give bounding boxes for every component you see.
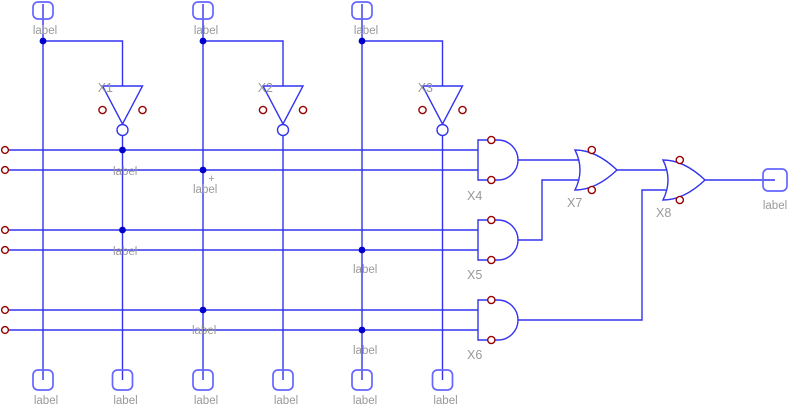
gate-label: X2 [258,81,273,95]
gate-label: X4 [467,189,482,203]
terminal-label: label [194,25,218,37]
junction-dot [358,246,366,254]
terminal-label: label [194,395,218,407]
bottom-terminal-4[interactable] [272,369,294,391]
terminal-label: label [34,395,58,407]
connection-port[interactable] [486,215,496,225]
not-gate-x3[interactable] [421,85,464,137]
wire-label: label [353,264,377,276]
connection-port[interactable] [98,105,107,115]
connection-port[interactable] [587,185,597,195]
not-gate-x1[interactable] [101,85,144,137]
labels: label label label X1 X2 X3 X4 X5 X6 X7 X… [33,25,787,407]
terminal-label: label [33,25,57,37]
and-gate-x4[interactable] [477,139,519,181]
terminal-label: label [353,395,377,407]
bottom-terminal-1[interactable] [32,369,54,391]
gates [101,85,707,341]
terminals [32,1,788,391]
wire-label: label [113,246,137,258]
wire-label: label [192,325,216,337]
connection-port[interactable] [0,145,10,155]
inverter-triangle[interactable] [101,85,144,126]
connection-port[interactable] [675,155,685,165]
junction-dot [199,166,207,174]
junction-dot [39,37,47,45]
gate-label: X7 [567,196,582,210]
gate-label: X5 [467,268,482,282]
junction-dot [199,306,207,314]
or-gate-x7[interactable] [573,149,619,191]
bottom-terminal-5[interactable] [351,369,373,391]
wire[interactable] [203,40,284,86]
wire-label: label [353,345,377,357]
gate-label: X6 [467,348,482,362]
inverter-triangle[interactable] [421,85,464,126]
connection-port[interactable] [486,335,496,345]
terminal-label: label [354,25,378,37]
and-gate-x5[interactable] [477,219,519,261]
gate-label: X1 [98,81,113,95]
connection-port[interactable] [675,195,685,205]
junction-dot [119,226,126,234]
inverter-bubble[interactable] [276,123,290,137]
input-terminal-1[interactable] [32,1,54,20]
wires [8,4,775,380]
connection-port[interactable] [486,135,496,145]
gate-label: X3 [418,81,433,95]
connection-port[interactable] [0,225,10,235]
connection-port[interactable] [486,255,496,265]
junction-dots [39,37,366,334]
wire-label: label [193,184,217,196]
inverter-bubble[interactable] [436,123,449,137]
connection-port[interactable] [0,165,10,175]
input-terminal-2[interactable] [192,1,214,20]
terminal-label: label [763,200,787,212]
connection-ports [0,105,685,345]
gate-label: X8 [656,206,671,220]
connection-port[interactable] [0,305,10,315]
connection-port[interactable] [587,145,597,155]
connection-port[interactable] [458,105,467,115]
wire[interactable] [362,40,444,86]
connection-port[interactable] [418,105,427,115]
inverter-bubble[interactable] [116,123,129,137]
terminal-label: label [274,395,298,407]
plus-marker: + [208,173,214,185]
wire[interactable] [518,179,580,241]
junction-dot [358,326,366,334]
terminal-label: label [433,395,457,407]
inverter-triangle[interactable] [261,85,305,126]
connection-port[interactable] [0,245,10,255]
junction-dot [119,146,126,154]
junction-dot [199,37,207,45]
junction-dot [358,37,366,45]
connection-port[interactable] [258,105,268,115]
bottom-terminal-2[interactable] [111,369,134,391]
and-gate-x6[interactable] [477,299,519,341]
not-gate-x2[interactable] [261,85,305,137]
connection-port[interactable] [0,325,10,335]
terminal-label: label [113,395,137,407]
or-gate-x8[interactable] [661,159,707,201]
wire-label: label [113,166,137,178]
connection-port[interactable] [486,295,496,305]
output-terminal[interactable] [762,168,788,192]
bottom-terminal-3[interactable] [192,369,214,391]
wire[interactable] [43,40,124,86]
input-terminal-3[interactable] [351,1,373,20]
connection-port[interactable] [138,105,147,115]
connection-port[interactable] [298,105,308,115]
connection-port[interactable] [486,175,496,185]
wire[interactable] [518,189,666,321]
bottom-terminal-6[interactable] [431,369,454,391]
